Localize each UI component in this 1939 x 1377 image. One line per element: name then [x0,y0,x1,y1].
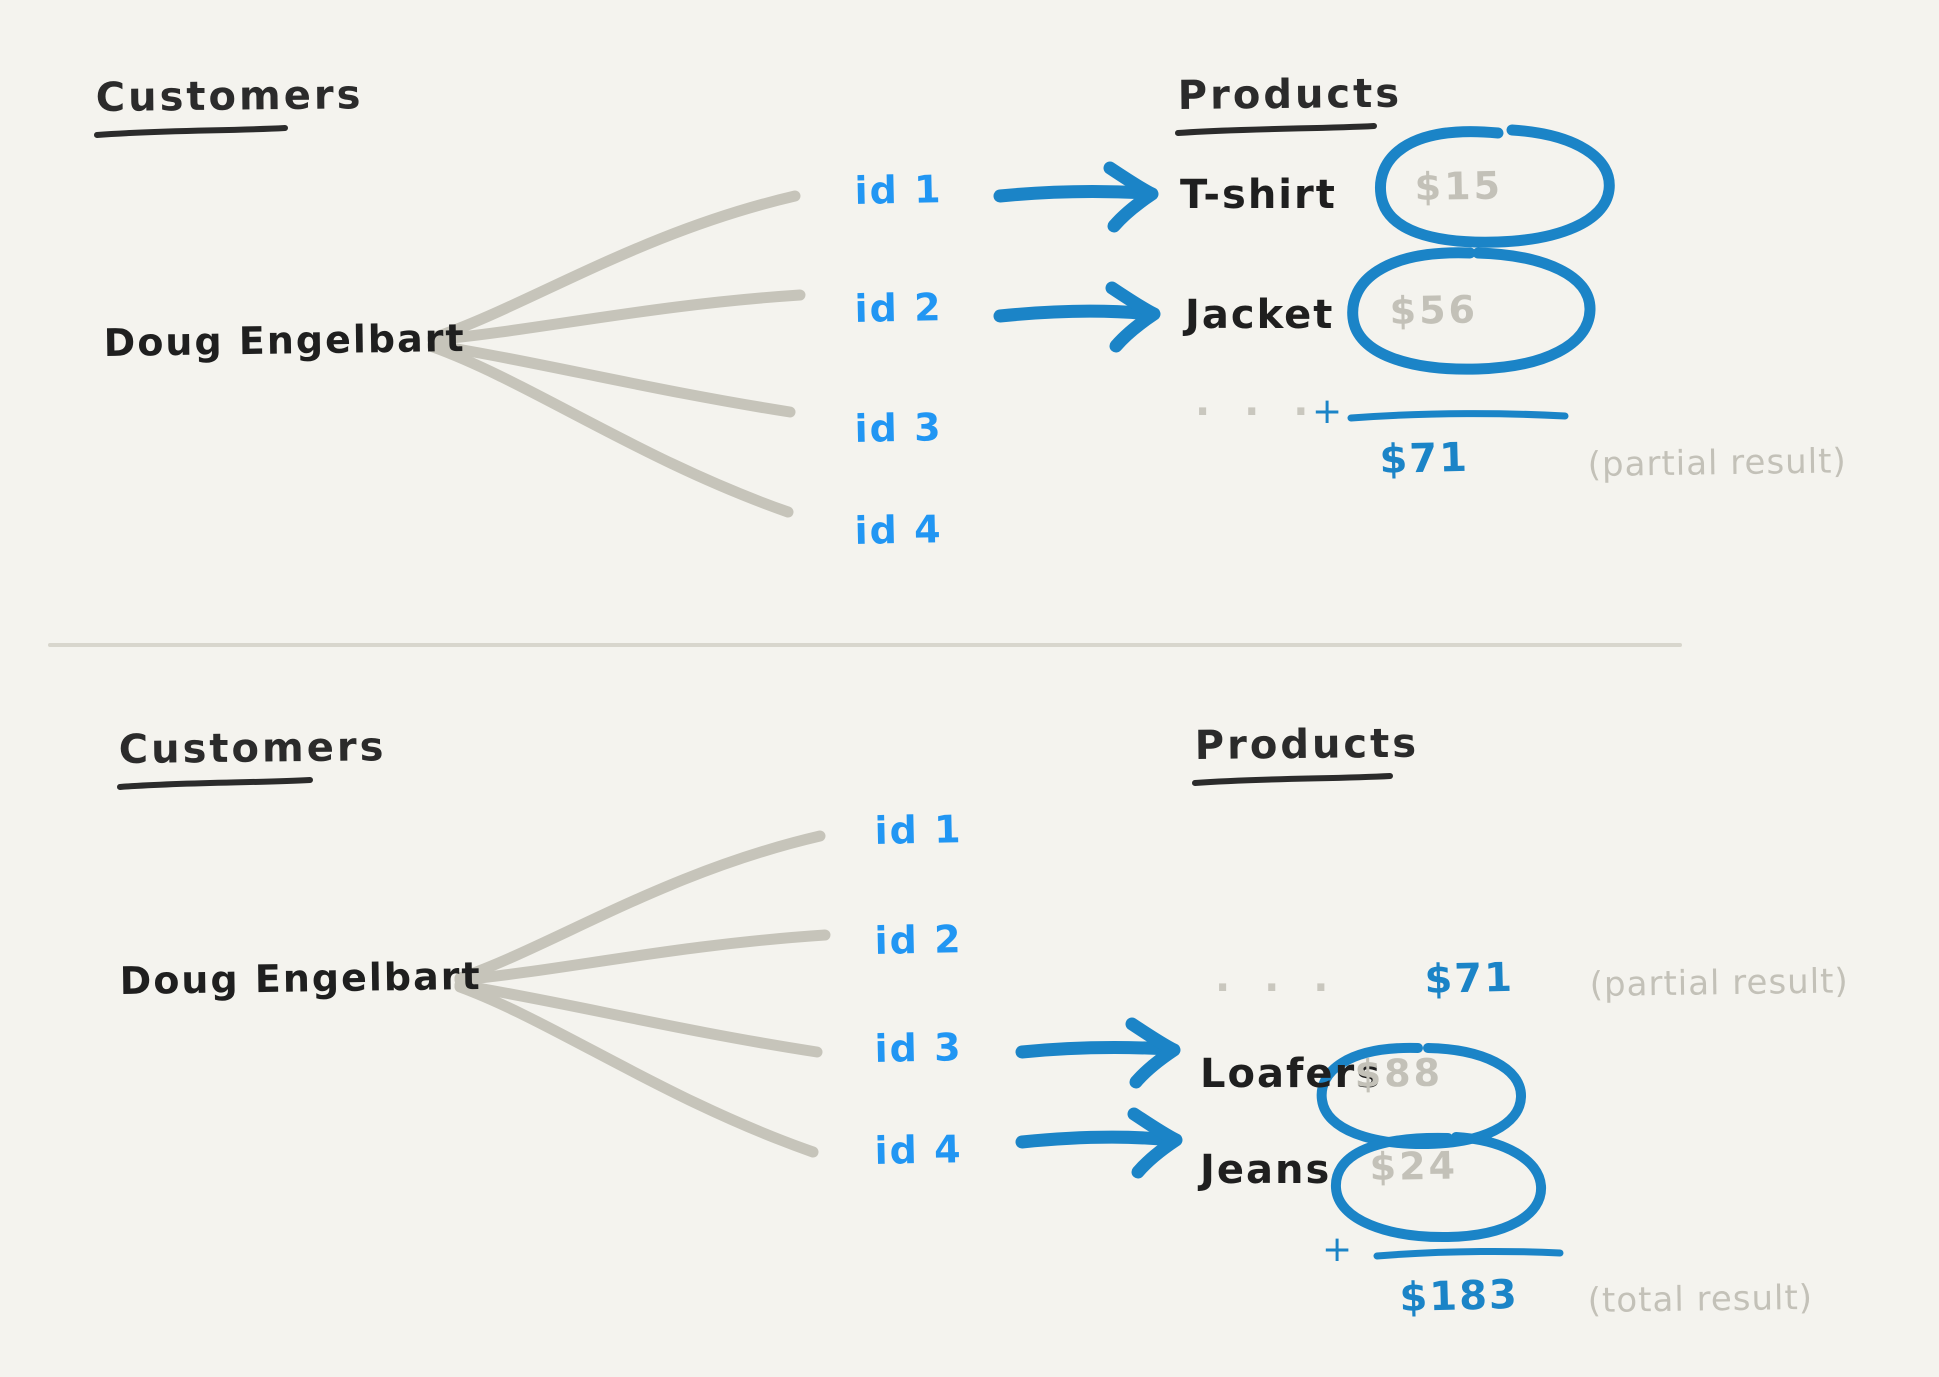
panel-bottom-customer-name: Doug Engelbart [119,953,482,1003]
panel-top-ellipsis: · · · [1195,389,1319,435]
panel-top-sum-note: (partial result) [1587,441,1848,485]
panel-top-id-4[interactable]: id 4 [854,507,943,553]
panel-top-customers-header: Customers [95,72,364,121]
panel-bottom-sum-total: $183 [1398,1271,1520,1321]
curve-bottom-id2 [454,929,831,986]
panel-bottom-id-1[interactable]: id 1 [874,807,963,853]
customers-underline-top [94,125,288,138]
panel-bottom-price-jeans: $24 [1369,1143,1459,1189]
panel-top-product-tshirt: T-shirt [1180,172,1337,218]
sum-rule-bottom [1373,1247,1564,1260]
curve-bottom-id1 [454,830,826,984]
curve-top-id3 [427,339,796,418]
customers-underline-bottom [117,777,313,790]
panel-bottom-carry-value: $71 [1423,954,1515,1003]
panel-bottom-id-2[interactable]: id 2 [874,917,963,963]
panel-top-id-1[interactable]: id 1 [854,167,943,213]
panel-bottom-customers-header: Customers [118,724,387,773]
products-underline-top [1175,123,1377,136]
panel-top-plus-sign: + [1312,391,1343,432]
panel-top-id-2[interactable]: id 2 [854,285,943,331]
panel-bottom-products-header: Products [1194,720,1420,769]
panel-top-price-jacket: $56 [1389,287,1479,333]
panel-bottom-carry-note: (partial result) [1589,961,1850,1005]
sum-rule-top [1347,410,1569,422]
panel-bottom-product-jeans: Jeans [1200,1147,1332,1193]
arrow-bottom-id3 [1015,1017,1181,1089]
panel-top-price-tshirt: $15 [1414,163,1504,209]
curve-bottom-id3 [454,979,823,1058]
panel-bottom-product-loafers: Loafers [1200,1051,1383,1097]
panel-top-sum-total: $71 [1378,434,1470,483]
panel-top-products-header: Products [1177,70,1403,119]
panel-top-customer-name: Doug Engelbart [103,315,466,365]
curve-top-id1 [427,190,801,344]
panel-bottom-plus-sign: + [1322,1229,1353,1270]
panel-bottom-price-loafers: $88 [1354,1050,1444,1096]
arrow-top-id2 [993,281,1161,353]
arrow-top-id1 [993,161,1159,233]
panel-bottom-sum-note: (total result) [1587,1277,1814,1321]
panel-bottom-id-4[interactable]: id 4 [874,1127,963,1173]
panel-bottom-carry-ellipsis: · · · [1215,965,1339,1011]
arrow-bottom-id4 [1015,1107,1183,1179]
products-underline-bottom [1192,773,1393,786]
curve-top-id4 [427,341,794,518]
curve-top-id2 [427,289,806,346]
panel-top-product-jacket: Jacket [1185,292,1335,338]
panel-top-id-3[interactable]: id 3 [854,405,943,451]
curve-bottom-id4 [454,981,819,1158]
panel-bottom-id-3[interactable]: id 3 [874,1025,963,1071]
